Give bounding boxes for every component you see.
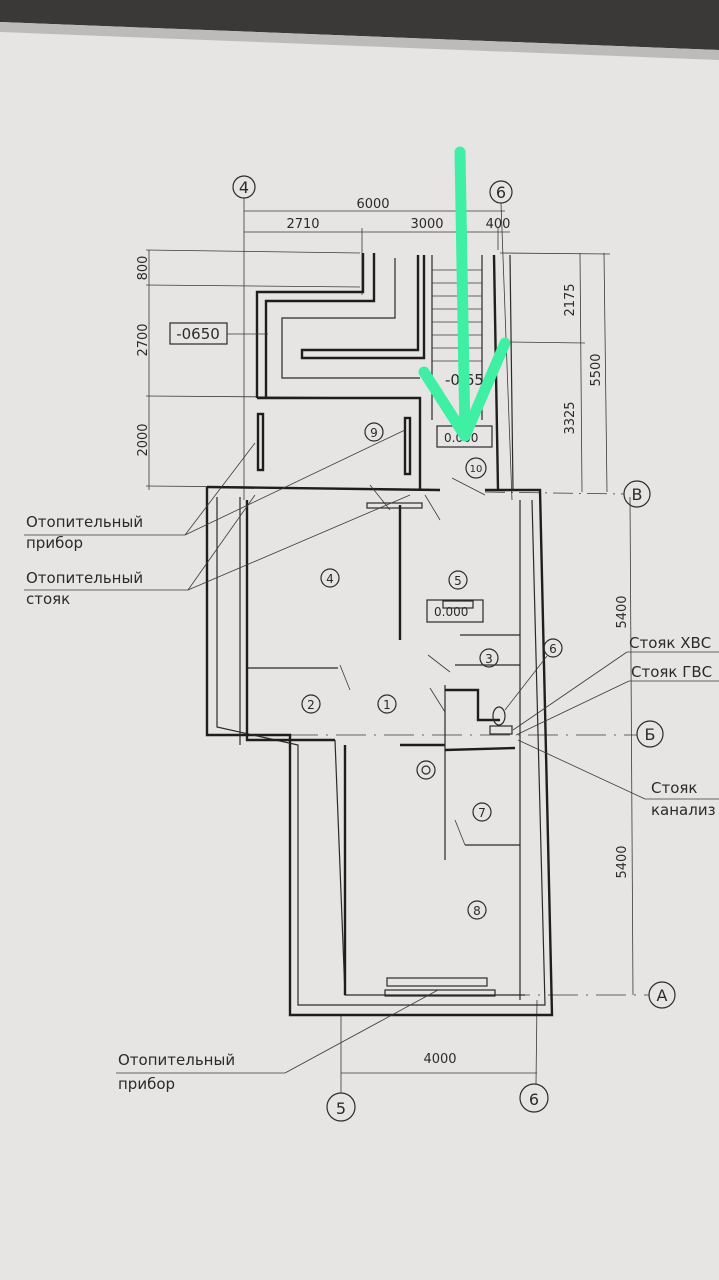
svg-text:5: 5	[336, 1099, 346, 1118]
svg-text:Отопительный: Отопительный	[26, 569, 143, 587]
annotation-heater-top: Отопительный прибор	[24, 429, 406, 552]
room-2: 2	[301, 694, 321, 714]
svg-text:Б: Б	[645, 725, 656, 744]
doors	[339, 477, 486, 846]
dim-2700: 2700	[136, 323, 151, 356]
dim-3000: 3000	[410, 217, 443, 232]
svg-text:Отопительный: Отопительный	[118, 1051, 235, 1069]
svg-text:8: 8	[473, 904, 481, 918]
svg-text:Стояк: Стояк	[651, 779, 697, 797]
dim-4000: 4000	[423, 1052, 456, 1067]
annotation-sewer-riser: Стояк канализ	[517, 739, 719, 819]
level-room5: 0.000	[426, 599, 484, 623]
heater-riser-pipes	[366, 502, 423, 509]
axis-b-right: Б	[636, 720, 664, 748]
heater-room9-left	[256, 412, 265, 472]
svg-text:Отопительный: Отопительный	[26, 513, 143, 531]
dim-2710: 2710	[286, 217, 319, 232]
axis-6-bottom: 6	[519, 1083, 549, 1113]
svg-text:10: 10	[470, 464, 483, 475]
paper-edge	[0, 22, 719, 60]
dim-3325: 3325	[563, 401, 578, 434]
room-8: 8	[467, 900, 487, 920]
heater-room9-right	[403, 416, 412, 476]
heater-room8	[384, 977, 496, 997]
dim-800: 800	[136, 256, 151, 281]
svg-text:6: 6	[529, 1090, 539, 1109]
svg-text:прибор: прибор	[118, 1075, 175, 1093]
room-5: 5	[448, 570, 468, 590]
svg-text:А: А	[657, 986, 668, 1005]
svg-text:Стояк ГВС: Стояк ГВС	[631, 663, 712, 681]
toilet-fixture	[489, 706, 513, 735]
room-1: 1	[377, 694, 397, 714]
svg-text:0.000: 0.000	[434, 605, 468, 619]
level-stair-left: -0650	[169, 322, 268, 345]
table-edge	[0, 0, 719, 50]
dim-5500: 5500	[589, 353, 604, 386]
svg-text:4: 4	[239, 178, 249, 197]
dim-2000: 2000	[136, 423, 151, 456]
fixture-room3	[442, 600, 474, 609]
dim-5400-upper: 5400	[615, 595, 630, 628]
washer-fixture	[416, 760, 436, 780]
svg-text:6: 6	[496, 183, 506, 202]
room-7: 7	[472, 802, 492, 822]
annotation-heater-bottom: Отопительный прибор	[116, 989, 439, 1093]
svg-text:2: 2	[307, 698, 315, 712]
room-4: 4	[320, 568, 340, 588]
right-dimension-lines	[499, 252, 634, 996]
svg-text:3: 3	[485, 652, 493, 666]
annotation-hot-water-riser: Стояк ГВС	[515, 663, 719, 736]
room-10: 10	[465, 457, 487, 479]
annotation-heating-riser: Отопительный стояк	[24, 494, 411, 608]
room-9: 9	[364, 422, 384, 442]
svg-text:В: В	[632, 485, 643, 504]
svg-text:канализ: канализ	[651, 801, 716, 819]
room-6: 6	[504, 638, 563, 711]
svg-text:Стояк ХВС: Стояк ХВС	[629, 634, 711, 652]
dim-5400-lower: 5400	[615, 845, 630, 878]
svg-text:6: 6	[549, 642, 557, 656]
svg-text:4: 4	[326, 572, 334, 586]
svg-text:-0650: -0650	[176, 325, 220, 343]
dim-2175: 2175	[563, 283, 578, 316]
svg-text:7: 7	[478, 806, 486, 820]
dim-6000: 6000	[356, 197, 389, 212]
svg-text:прибор: прибор	[26, 534, 83, 552]
room-3: 3	[479, 648, 499, 668]
svg-text:стояк: стояк	[26, 590, 70, 608]
svg-text:5: 5	[454, 574, 462, 588]
dim-400: 400	[486, 217, 511, 232]
annotation-cold-water-riser: Стояк ХВС	[512, 634, 719, 731]
svg-text:1: 1	[383, 698, 391, 712]
left-dimension-lines	[145, 249, 421, 490]
highlight-arrow	[418, 146, 511, 442]
svg-text:9: 9	[370, 426, 378, 440]
walls	[205, 396, 554, 1017]
